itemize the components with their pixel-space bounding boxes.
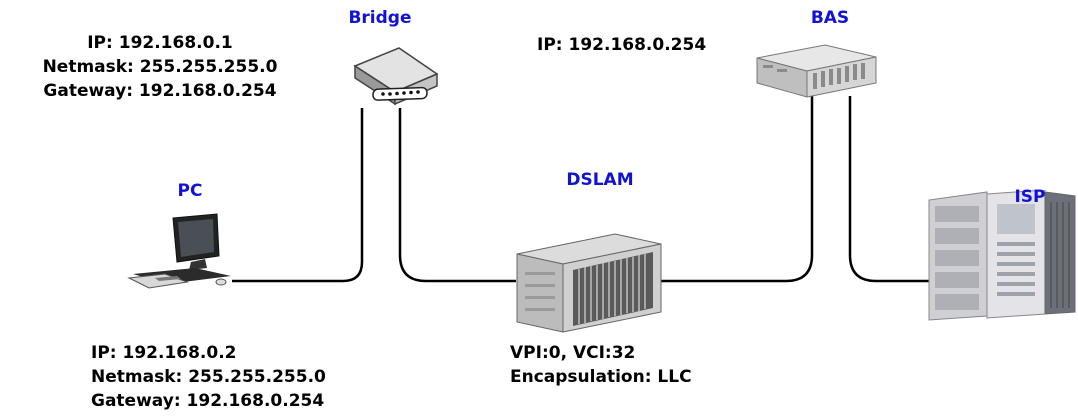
pc-gateway: Gateway: 192.168.0.254 (91, 391, 325, 411)
bridge-ip: IP: 192.168.0.1 (87, 33, 233, 53)
pc-netmask: Netmask: 255.255.255.0 (91, 367, 326, 387)
pc-title: PC (177, 181, 203, 201)
isp-title: ISP (1014, 187, 1046, 207)
link-dslam-bas (660, 96, 814, 283)
bridge-netmask: Netmask: 255.255.255.0 (42, 57, 278, 77)
desktop-computer-icon (127, 213, 231, 289)
dslam-title: DSLAM (566, 170, 634, 190)
link-bas-isp (848, 96, 930, 283)
dslam-encapsulation: Encapsulation: LLC (510, 367, 692, 387)
bridge-gateway: Gateway: 192.168.0.254 (43, 81, 277, 101)
server-rack-icon (928, 190, 1076, 321)
rack-router-icon (756, 44, 877, 98)
bas-title: BAS (810, 8, 850, 28)
modem-icon (353, 47, 438, 106)
link-bridge-dslam (398, 108, 516, 283)
dslam-vpi-vci: VPI:0, VCI:32 (510, 343, 636, 363)
bas-ip: IP: 192.168.0.254 (537, 35, 707, 55)
dslam-chassis-icon (516, 233, 662, 333)
pc-ip: IP: 192.168.0.2 (91, 343, 237, 363)
link-pc-bridge (232, 108, 364, 283)
bridge-title: Bridge (348, 8, 412, 28)
